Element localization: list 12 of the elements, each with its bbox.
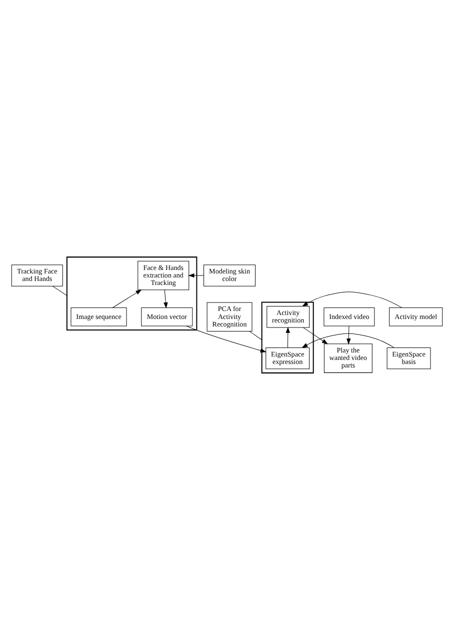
arrow (302, 333, 394, 348)
arrow (164, 290, 168, 309)
connector (249, 331, 262, 340)
arrow (302, 292, 402, 308)
arrow (112, 290, 142, 308)
arrow (186, 326, 266, 352)
arrow (188, 273, 204, 278)
arrow (346, 326, 351, 345)
connector (52, 286, 68, 296)
arrow (303, 327, 328, 344)
arrow (286, 326, 290, 348)
cluster (66, 256, 198, 331)
